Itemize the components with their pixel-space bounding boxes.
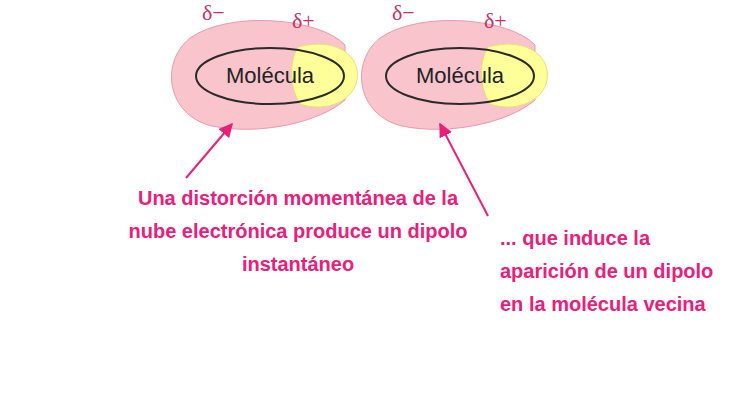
molecule-ellipse: Molécula [385,47,535,105]
molecule-label: Molécula [416,63,504,89]
molecule-label: Molécula [226,63,314,89]
molecule-ellipse: Molécula [195,47,345,105]
electron-cloud [362,20,548,129]
partial-charge: δ+ [292,8,315,34]
leader-arrow [186,124,232,178]
electron-cloud [172,20,358,129]
partial-charge: δ− [392,0,415,26]
partial-charge: δ+ [484,8,507,34]
callout-note: ... que induce la aparición de un dipolo… [500,222,730,321]
partial-charge: δ− [202,0,225,26]
callout-note: Una distorción momentánea de la nube ele… [118,182,478,281]
